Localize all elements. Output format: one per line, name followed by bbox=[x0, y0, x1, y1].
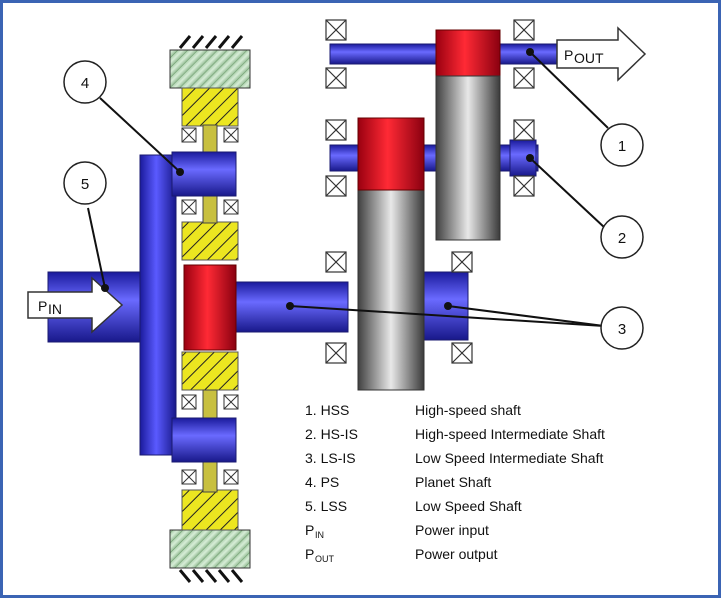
legend-abbr-pin-sub: IN bbox=[315, 530, 324, 540]
legend-abbr-pout: P bbox=[305, 546, 314, 562]
legend-abbr-pout-sub: OUT bbox=[315, 554, 335, 564]
callout-2: 2 bbox=[600, 215, 644, 259]
legend: 1. HSS High-speed shaft 2. HS-IS High-sp… bbox=[305, 402, 605, 564]
svg-text:IN: IN bbox=[48, 301, 62, 317]
legend-desc-3: Low Speed Intermediate Shaft bbox=[415, 450, 603, 466]
sun-gear bbox=[183, 264, 237, 351]
callout-5: 5 bbox=[63, 161, 107, 205]
legend-abbr-2: 2. HS-IS bbox=[305, 426, 358, 442]
svg-text:3: 3 bbox=[618, 321, 626, 338]
hs-gear bbox=[435, 29, 501, 241]
housing-top bbox=[169, 49, 251, 89]
legend-desc-5: Low Speed Shaft bbox=[415, 498, 522, 514]
svg-text:1: 1 bbox=[618, 138, 626, 155]
power-input-arrow: P IN bbox=[27, 276, 124, 334]
legend-desc-pout: Power output bbox=[415, 546, 498, 562]
ground-hatch-bottom bbox=[178, 569, 244, 583]
svg-text:4: 4 bbox=[81, 75, 89, 92]
legend-desc-pin: Power input bbox=[415, 522, 489, 538]
legend-abbr-4: 4. PS bbox=[305, 474, 339, 490]
callout-1: 1 bbox=[600, 123, 644, 167]
legend-desc-2: High-speed Intermediate Shaft bbox=[415, 426, 605, 442]
ring-gear bbox=[181, 87, 239, 531]
callout-dots bbox=[101, 48, 534, 310]
legend-abbr-5: 5. LSS bbox=[305, 498, 347, 514]
svg-text:2: 2 bbox=[618, 230, 626, 247]
legend-abbr-pin: P bbox=[305, 522, 314, 538]
legend-abbr-3: 3. LS-IS bbox=[305, 450, 356, 466]
legend-abbr-1: 1. HSS bbox=[305, 402, 349, 418]
callout-3: 3 bbox=[600, 306, 644, 350]
svg-text:P: P bbox=[564, 47, 573, 63]
power-output-arrow: P OUT bbox=[556, 26, 647, 82]
legend-desc-1: High-speed shaft bbox=[415, 402, 521, 418]
svg-text:OUT: OUT bbox=[574, 50, 604, 66]
svg-text:5: 5 bbox=[81, 176, 89, 193]
legend-desc-4: Planet Shaft bbox=[415, 474, 491, 490]
planet-shaft-bottom bbox=[171, 417, 237, 463]
housing-bottom bbox=[169, 529, 251, 569]
callout-4: 4 bbox=[63, 60, 107, 104]
callout-leaders bbox=[87, 51, 609, 327]
ground-hatch-top bbox=[178, 35, 244, 49]
svg-text:P: P bbox=[38, 298, 47, 314]
